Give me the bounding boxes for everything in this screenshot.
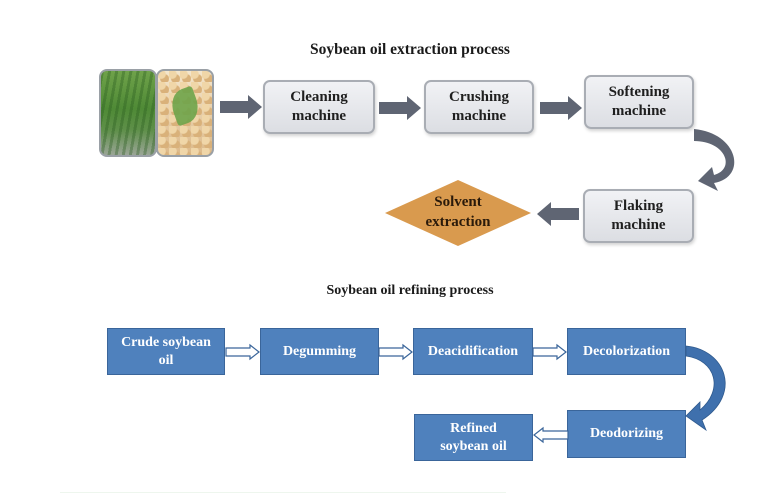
step-label: Crude soybean oil: [121, 334, 211, 368]
step-refined-soybean-oil: Refined soybean oil: [414, 414, 533, 461]
step-label: Flaking machine: [611, 198, 666, 233]
step-label: Deacidification: [427, 343, 519, 359]
arrow-degumming-to-deacidification: [378, 343, 413, 361]
arrow-deacidification-to-decolorization: [532, 343, 567, 361]
step-crushing-machine: Crushing machine: [424, 80, 534, 134]
step-label: Deodorizing: [589, 426, 664, 441]
solvent-extraction-label: Solvent extraction: [425, 194, 491, 230]
arrow-crushing-to-softening: [540, 96, 582, 120]
step-flaking-machine: Flaking machine: [583, 189, 694, 243]
curved-arrow-softening-to-flaking: [694, 129, 735, 191]
curved-arrow-decolorization-to-deodorizing: [685, 345, 726, 432]
step-deodorizing: Deodorizing: [567, 410, 686, 458]
bottom-divider: [60, 492, 506, 493]
step-label: Decolorization: [582, 343, 671, 359]
step-label: Refined soybean oil: [440, 420, 507, 454]
extraction-title: Soybean oil extraction process: [310, 41, 510, 58]
solvent-extraction-diamond: [385, 180, 531, 246]
arrow-photos-to-cleaning: [220, 95, 262, 119]
step-label: Degumming: [282, 343, 357, 359]
arrow-cleaning-to-crushing: [379, 96, 421, 120]
step-label: Softening machine: [608, 84, 670, 119]
step-label: Cleaning machine: [290, 89, 348, 124]
leaf-shape: [166, 85, 204, 127]
step-label: Crushing machine: [448, 89, 510, 124]
arrow-flaking-to-solvent: [537, 202, 579, 226]
soybeans-photo: [156, 69, 214, 157]
soybean-plant-photo: [99, 69, 157, 157]
step-decolorization: Decolorization: [567, 328, 686, 375]
step-cleaning-machine: Cleaning machine: [263, 80, 375, 134]
arrow-deodorizing-to-refined: [533, 426, 569, 444]
step-degumming: Degumming: [260, 328, 379, 375]
arrow-crude-to-degumming: [225, 343, 260, 361]
step-crude-soybean-oil: Crude soybean oil: [107, 328, 225, 375]
step-softening-machine: Softening machine: [584, 75, 694, 129]
refining-title: Soybean oil refining process: [326, 283, 494, 298]
step-deacidification: Deacidification: [413, 328, 533, 375]
